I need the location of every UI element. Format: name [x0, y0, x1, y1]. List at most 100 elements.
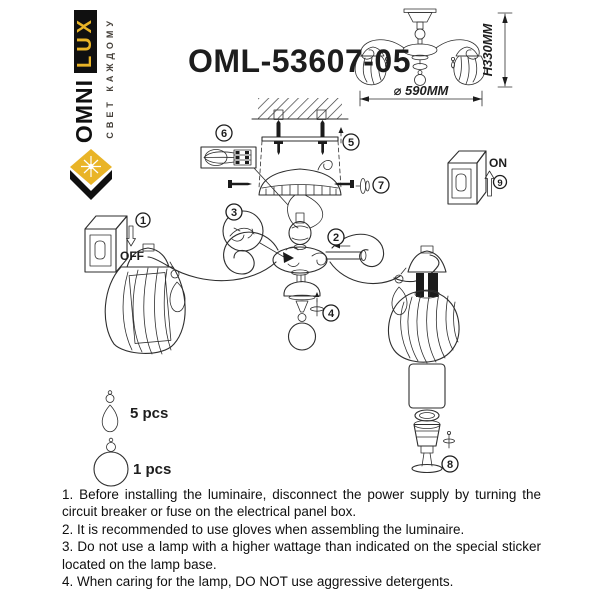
shade-left-cap	[126, 247, 170, 268]
overview-canopy	[407, 12, 433, 23]
column-ball	[288, 220, 312, 246]
thumb-screw	[443, 430, 455, 449]
connector-wires	[203, 151, 235, 164]
ceiling-notch-right	[316, 109, 327, 120]
overview-arm-left	[360, 39, 405, 60]
callout-4: 4	[322, 304, 340, 322]
overview-pendant-right	[450, 57, 455, 62]
overview-shade-right	[453, 55, 486, 86]
connector-leader-line	[253, 167, 289, 206]
ceiling	[251, 98, 349, 120]
ball-qty-label: 1 pcs	[133, 461, 171, 478]
socket-ring-inner	[419, 412, 435, 419]
canopy-rim-ticks	[265, 184, 337, 196]
brand-chevron-icon	[70, 170, 112, 200]
overview-pendant-left-drop	[385, 60, 389, 69]
overview-shade-right-cap	[455, 46, 479, 57]
canopy-dome	[258, 168, 342, 196]
svg-text:9: 9	[497, 178, 502, 189]
instruction-item-3: 3. Do not use a lamp with a higher watta…	[62, 539, 541, 572]
canopy-projection-right	[337, 140, 342, 189]
twisted-wires	[229, 227, 255, 242]
ceiling-notch-left	[273, 109, 284, 120]
crystal-ball-center	[287, 322, 317, 351]
hub-wire-entry	[283, 252, 294, 263]
down-arrow-icon	[126, 225, 136, 247]
canopy-wire-right	[304, 194, 323, 229]
canopy-spring-wire	[317, 160, 333, 171]
hub-scroll-ornament	[311, 252, 327, 266]
center-drop-stack	[283, 274, 324, 351]
part-ball-sample: 1 pcs	[93, 437, 171, 487]
canopy-projection-left	[258, 140, 263, 189]
svg-text:3: 3	[231, 207, 237, 219]
canopy	[228, 140, 370, 229]
canopy-screw-left	[228, 180, 252, 188]
off-switch: OFF	[84, 215, 144, 273]
callout-6: 6	[215, 124, 233, 142]
overview-shade-right-swirl	[458, 56, 478, 85]
shade-right-exploded	[387, 245, 460, 474]
crystal-drop-left	[169, 261, 186, 313]
lamp-holder-slit	[424, 273, 428, 297]
overview-drop-bowl	[412, 63, 428, 70]
overview-chandelier: ⌀ 590MM H330MM	[354, 8, 513, 107]
shade-left-fitting	[142, 243, 155, 252]
hub-body	[272, 246, 328, 274]
center-bowl	[283, 280, 321, 297]
shade-right-fitting	[420, 245, 434, 254]
svg-text:5: 5	[348, 137, 354, 149]
model-number: OML-53607-05	[188, 43, 411, 79]
wing-screw	[310, 292, 324, 317]
on-label: ON	[489, 156, 507, 170]
overview-shade-left-cap	[361, 46, 385, 57]
svg-text:1: 1	[140, 215, 146, 227]
shade-right-swirl-lines	[400, 291, 459, 364]
lamp-socket-cup	[411, 420, 443, 474]
bracket-screw-right	[318, 141, 327, 155]
bracket-screw-left	[274, 141, 283, 155]
dim-diameter-label: ⌀ 590MM	[394, 83, 450, 98]
callout-7: 7	[372, 176, 390, 194]
ceiling-hatch	[258, 98, 342, 119]
on-switch-side	[476, 150, 487, 205]
shade-right-cap	[407, 250, 447, 273]
dim-diameter: ⌀ 590MM	[359, 83, 483, 107]
mounting-bracket	[261, 120, 344, 155]
overview-shade-left-swirl	[362, 56, 382, 85]
column-neck-upper	[295, 212, 305, 224]
on-switch: ON	[447, 150, 507, 205]
off-switch-plate	[89, 234, 112, 267]
up-arrow-icon	[484, 170, 495, 197]
bracket-bar	[261, 136, 339, 142]
center-bowl-rim	[288, 294, 316, 301]
svg-text:4: 4	[328, 308, 335, 320]
callout5-arrowhead-icon	[338, 127, 344, 133]
overview-shade-left	[354, 55, 387, 86]
dim-height: H330MM	[480, 12, 513, 88]
bracket-stud-right	[320, 120, 325, 137]
svg-text:6: 6	[221, 128, 227, 140]
overview-ball	[414, 28, 426, 40]
on-switch-top	[447, 150, 487, 164]
part-drop-sample: 5 pcs	[101, 390, 168, 433]
instruction-item-1: 1. Before installing the luminaire, disc…	[62, 487, 541, 520]
center-bead	[297, 313, 307, 322]
overview-arm-right	[435, 39, 480, 60]
socket-base	[411, 463, 443, 474]
central-column	[272, 212, 328, 276]
svg-text:7: 7	[378, 180, 384, 192]
hub-collar	[291, 269, 309, 276]
canopy-screw-right	[334, 180, 354, 188]
arm-right	[329, 233, 440, 285]
off-switch-side	[115, 215, 128, 273]
brand-star-core	[88, 163, 94, 170]
overview-hub	[402, 43, 438, 57]
brand-diamond-logo	[70, 149, 112, 200]
svg-text:2: 2	[333, 232, 339, 244]
wing-screw-arrowhead-icon	[314, 292, 320, 297]
on-switch-plate	[451, 168, 472, 199]
overview-neck	[417, 38, 423, 45]
callout-8: 8	[441, 455, 459, 473]
